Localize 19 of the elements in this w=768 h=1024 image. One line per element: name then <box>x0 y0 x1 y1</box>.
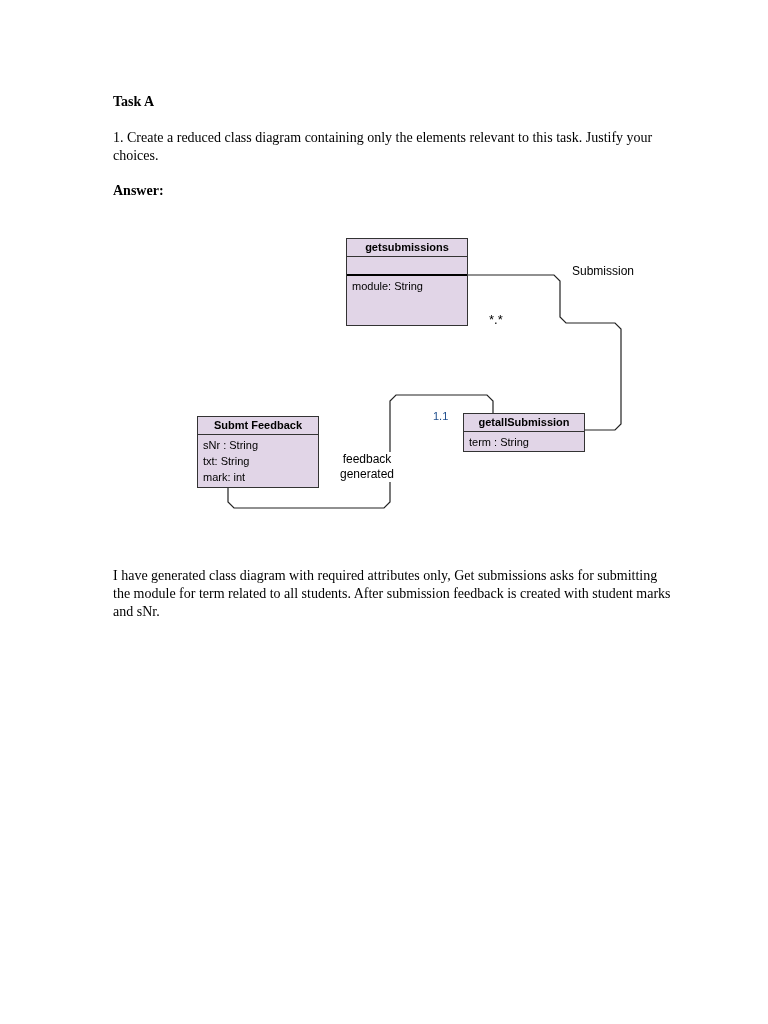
attribute-text: txt: String <box>202 454 251 469</box>
class-box <box>346 238 468 326</box>
class-name: getsubmissions <box>347 239 467 257</box>
answer-paragraph: I have generated class diagram with required attributes only, Get submissions asks for submitting the module for term related to all students. After submission feedback is created with student marks and sNr. <box>113 567 672 621</box>
multiplicity-label: 1.1 <box>433 410 450 422</box>
attribute-text: module: String <box>351 279 424 294</box>
attribute-text: mark: int <box>202 470 247 485</box>
class-name: getallSubmission <box>464 414 584 432</box>
task-heading: Task A <box>113 93 155 111</box>
answer-heading: Answer: <box>113 182 165 200</box>
question-text: 1. Create a reduced class diagram containing only the elements relevant to this task. Justify your choices. <box>113 129 654 165</box>
class-name: Submt Feedback <box>198 417 318 435</box>
attribute-text: sNr : String <box>202 438 259 453</box>
multiplicity-label: *.* <box>489 312 504 327</box>
class-box <box>197 416 319 488</box>
class-box <box>463 413 585 452</box>
association-line <box>467 274 622 431</box>
association-line <box>227 394 494 509</box>
attribute-text: term : String <box>468 435 530 450</box>
